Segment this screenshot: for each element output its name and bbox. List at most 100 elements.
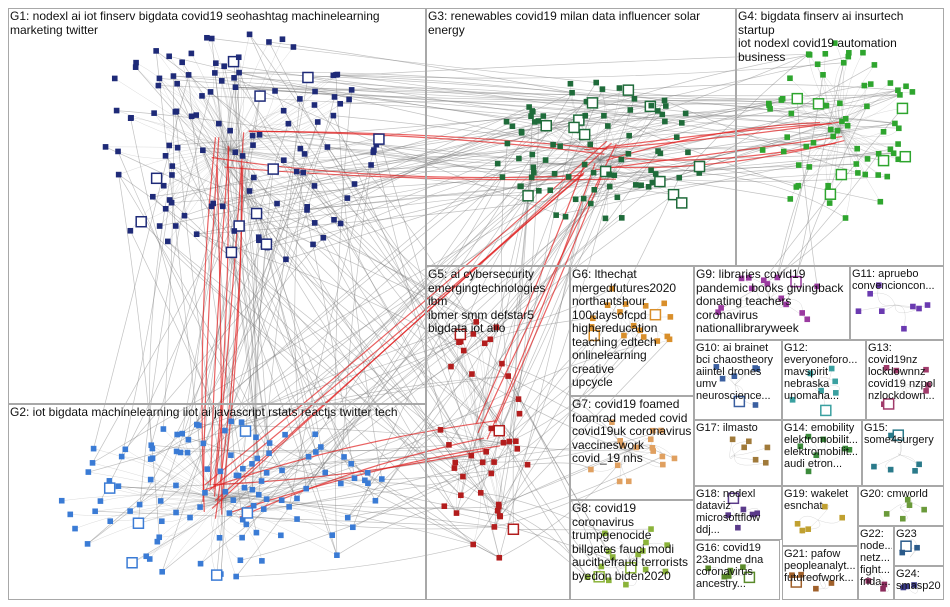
bundle-edge xyxy=(494,186,611,528)
bundle-edge xyxy=(169,110,658,201)
bundle-edge xyxy=(590,94,901,204)
highlight-edge xyxy=(220,167,243,509)
node xyxy=(766,102,772,109)
node xyxy=(90,445,97,452)
node xyxy=(115,483,122,489)
edge xyxy=(599,109,631,161)
group-label-g6: G6: lthechat mergedfutures2020 northants… xyxy=(572,268,677,389)
node xyxy=(640,548,646,554)
node xyxy=(365,480,371,487)
node xyxy=(446,442,452,448)
node xyxy=(788,110,795,117)
bundle-edge xyxy=(211,38,597,83)
edge xyxy=(74,499,221,529)
node xyxy=(256,237,262,244)
bundle-edge xyxy=(296,147,763,172)
bundle-edge xyxy=(296,171,355,479)
edge xyxy=(769,286,818,301)
bundle-edge xyxy=(252,169,274,490)
node xyxy=(493,324,500,331)
node xyxy=(625,151,632,157)
group-label-g20: G20: cmworld xyxy=(860,488,928,500)
edge xyxy=(159,149,231,227)
edge xyxy=(479,339,491,441)
node xyxy=(174,80,180,87)
node xyxy=(115,171,122,178)
edge xyxy=(138,499,221,524)
node xyxy=(825,182,831,189)
bundle-edge xyxy=(268,41,573,94)
bundle-edge xyxy=(498,198,585,558)
node xyxy=(448,363,454,370)
node xyxy=(324,144,331,150)
node xyxy=(899,549,906,556)
node xyxy=(162,205,169,212)
bundle-edge xyxy=(173,75,819,105)
node xyxy=(212,70,218,76)
group-label-g21: G21: pafow peopleanalyt... futureofwork.… xyxy=(784,548,856,584)
node xyxy=(312,88,318,95)
node xyxy=(588,329,601,342)
edge xyxy=(184,149,231,216)
node xyxy=(834,127,841,134)
node xyxy=(593,79,600,86)
node xyxy=(820,404,832,417)
edge xyxy=(131,117,231,151)
edge xyxy=(497,154,601,164)
node xyxy=(887,146,894,153)
group-box-g13 xyxy=(866,340,944,420)
node xyxy=(598,563,605,570)
node xyxy=(251,174,257,181)
node xyxy=(642,566,649,573)
bundle-edge xyxy=(184,110,533,216)
edge xyxy=(886,504,902,515)
edge xyxy=(520,159,601,187)
node xyxy=(602,215,609,222)
node xyxy=(239,534,245,541)
node xyxy=(605,548,612,555)
node xyxy=(764,444,771,451)
node xyxy=(147,476,154,483)
bundle-edge xyxy=(175,111,226,492)
node xyxy=(540,113,547,119)
bundle-edge xyxy=(231,132,522,253)
bundle-edge xyxy=(214,72,270,454)
bundle-edge xyxy=(556,164,799,216)
node xyxy=(156,75,163,82)
highlight-edge xyxy=(213,145,230,490)
bundle-edge xyxy=(375,333,474,501)
edge xyxy=(110,499,221,522)
node xyxy=(132,517,145,529)
edge xyxy=(839,108,903,131)
bundle-edge xyxy=(269,442,500,559)
group-label-g15: G15: some4surgery xyxy=(864,422,934,446)
node xyxy=(746,275,752,281)
edge xyxy=(629,557,666,572)
node xyxy=(460,473,466,480)
node xyxy=(102,144,109,150)
node xyxy=(222,488,229,495)
bundle-edge xyxy=(795,62,845,282)
edge xyxy=(132,499,221,563)
edge xyxy=(158,85,231,151)
node xyxy=(185,436,192,443)
node xyxy=(222,427,228,434)
node xyxy=(249,461,255,467)
node xyxy=(805,468,812,475)
edge xyxy=(177,83,231,151)
edge xyxy=(507,143,601,161)
highlight-edge xyxy=(213,132,245,497)
node xyxy=(514,446,521,452)
group-label-g17: G17: ilmasto xyxy=(696,422,758,434)
node xyxy=(193,112,200,118)
bundle-edge xyxy=(347,507,500,518)
node xyxy=(779,95,786,102)
node xyxy=(148,442,155,448)
bundle-edge xyxy=(458,190,540,343)
edge xyxy=(135,62,231,151)
edge xyxy=(732,441,749,456)
bundle-edge xyxy=(233,77,566,218)
node xyxy=(337,100,344,107)
bundle-edge xyxy=(285,99,782,260)
node xyxy=(622,84,635,96)
